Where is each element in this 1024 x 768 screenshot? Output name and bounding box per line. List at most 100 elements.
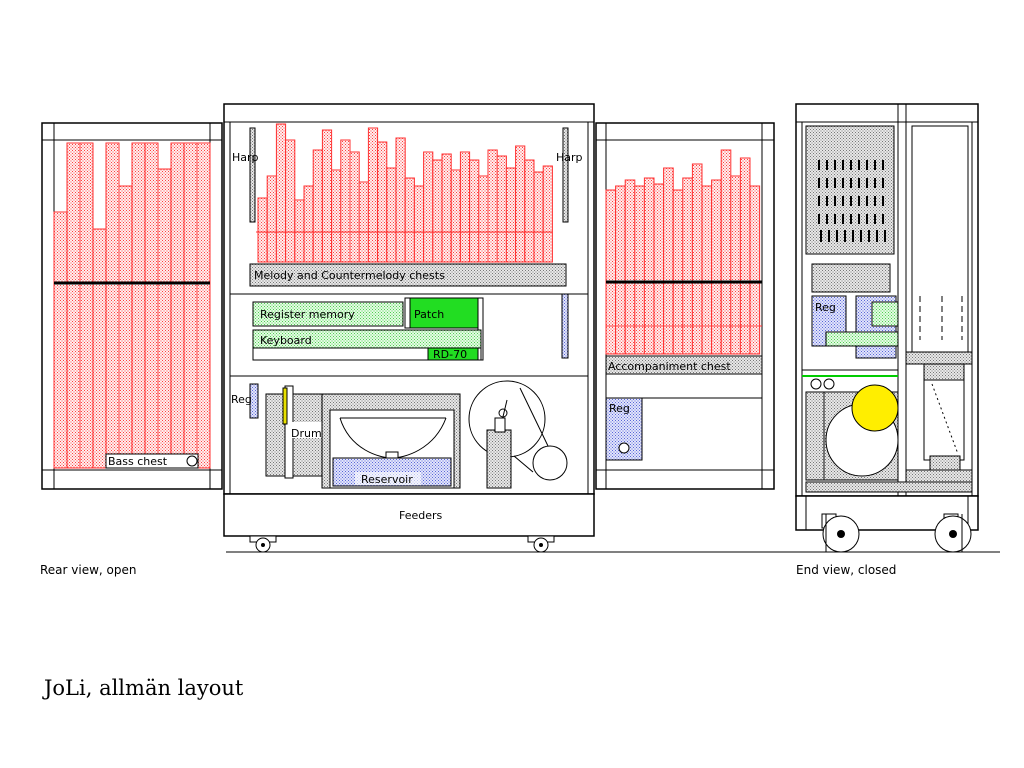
- accompaniment-chest-label: Accompaniment chest: [608, 360, 731, 373]
- accompaniment-pipe: [624, 179, 636, 355]
- end-slot: [860, 230, 862, 242]
- melody-pipe: [386, 167, 397, 263]
- accompaniment-pipe: [739, 157, 751, 355]
- melody-pipe: [349, 151, 360, 263]
- melody-pipe: [441, 153, 452, 263]
- patch: [409, 297, 479, 329]
- blower: [486, 429, 512, 489]
- end-slot: [874, 178, 876, 188]
- end-slot: [834, 178, 836, 188]
- end-slot: [874, 160, 876, 170]
- end-view: Reg: [795, 103, 979, 553]
- end-slot: [818, 160, 820, 170]
- melody-pipe: [294, 199, 305, 263]
- accompaniment-pipes: [605, 149, 762, 355]
- wheel-right: [527, 535, 555, 553]
- accompaniment-pipe: [720, 149, 732, 355]
- end-slot: [850, 196, 852, 206]
- melody-chest: [249, 263, 567, 287]
- end-slot: [820, 230, 822, 242]
- end-slot: [858, 214, 860, 224]
- melody-pipe: [275, 123, 287, 263]
- feeders-label: Feeders: [399, 509, 443, 522]
- end-slot: [866, 214, 868, 224]
- reservoir-label: Reservoir: [361, 473, 413, 486]
- end-slot: [858, 178, 860, 188]
- bass-valve-icon: [186, 455, 198, 467]
- main-cabinet: Harp Harp Melody and Countermelody chest…: [223, 103, 595, 495]
- melody-pipe: [367, 127, 379, 263]
- end-slot: [858, 196, 860, 206]
- left-door: Bass chest: [41, 122, 223, 490]
- bass-pipe: [105, 142, 120, 469]
- small-pulley: [532, 445, 568, 481]
- melody-pipe: [524, 159, 535, 263]
- end-slot: [842, 160, 844, 170]
- accompaniment-pipe: [749, 185, 761, 355]
- bass-pipe: [118, 185, 133, 469]
- base-feeders: Feeders: [223, 493, 1000, 553]
- accompaniment-pipe: [711, 179, 722, 355]
- end-wheel-left: [821, 513, 860, 553]
- bass-pipe: [92, 228, 107, 469]
- melody-pipe: [377, 141, 388, 263]
- bass-pipe: [66, 142, 81, 469]
- bass-pipe: [196, 142, 211, 469]
- end-slot: [828, 230, 830, 242]
- end-slot: [818, 196, 820, 206]
- end-slot: [842, 196, 844, 206]
- end-slot: [882, 214, 884, 224]
- bass-chest-label: Bass chest: [108, 455, 168, 468]
- melody-pipes: [256, 123, 553, 263]
- end-slot: [874, 214, 876, 224]
- yellow-pulley: [851, 384, 899, 432]
- accompaniment-pipe: [682, 177, 693, 355]
- end-slot: [842, 214, 844, 224]
- melody-pipe: [413, 185, 425, 263]
- bass-pipe: [79, 142, 94, 469]
- bass-pipes: [53, 142, 211, 469]
- end-slot: [882, 160, 884, 170]
- accompaniment-pipe: [634, 185, 645, 355]
- accompaniment-pipe: [730, 175, 741, 355]
- reg-left-label: Reg: [231, 393, 252, 406]
- rd70: [427, 347, 479, 361]
- end-slot: [874, 196, 876, 206]
- accompaniment-pipe: [653, 183, 665, 355]
- keyboard-label: Keyboard: [260, 334, 312, 347]
- end-slots: [818, 160, 886, 242]
- end-slot: [850, 160, 852, 170]
- end-slot: [834, 160, 836, 170]
- end-slot: [826, 196, 828, 206]
- page-title: JoLi, allmän layout: [44, 676, 244, 700]
- melody-pipe: [340, 139, 351, 263]
- melody-chest-label: Melody and Countermelody chests: [254, 269, 445, 282]
- register-memory-label: Register memory: [260, 308, 355, 321]
- end-slot: [818, 178, 820, 188]
- rear-view-caption: Rear view, open: [40, 563, 137, 577]
- end-slot: [868, 230, 870, 242]
- end-slot: [866, 178, 868, 188]
- end-pipe-panel: [805, 125, 895, 255]
- bass-pipe: [170, 142, 185, 469]
- end-slot: [834, 214, 836, 224]
- end-slot: [826, 160, 828, 170]
- melody-pipe: [533, 171, 544, 263]
- melody-pipe: [312, 149, 323, 263]
- harp-right-label: Harp: [556, 151, 583, 164]
- end-slot: [826, 178, 828, 188]
- melody-pipe: [257, 197, 268, 263]
- end-slot: [844, 230, 846, 242]
- melody-pipe: [303, 185, 314, 263]
- melody-pipe: [469, 159, 480, 263]
- melody-pipe: [496, 155, 507, 263]
- drum-label: Drum: [291, 427, 322, 440]
- melody-pipe: [331, 169, 342, 263]
- melody-pipe: [459, 151, 471, 263]
- bass-pipe: [157, 168, 172, 469]
- melody-pipe: [478, 175, 489, 263]
- melody-pipe: [515, 145, 526, 263]
- end-slot: [834, 196, 836, 206]
- melody-pipe: [432, 159, 443, 263]
